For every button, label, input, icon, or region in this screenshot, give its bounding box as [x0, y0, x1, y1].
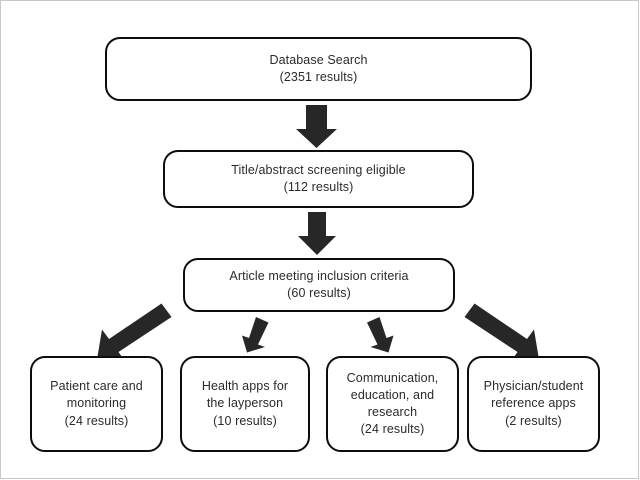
- edge-inclusion-to-physician-ref-icon: [464, 303, 539, 362]
- edge-inclusion-to-communication-icon: [367, 317, 394, 353]
- node-inclusion-criteria-label: Article meeting inclusion criteria (60 r…: [229, 268, 409, 300]
- edge-screening-to-inclusion-icon: [298, 212, 336, 255]
- node-communication-education-research[interactable]: Communication, education, and research (…: [326, 356, 459, 452]
- node-health-apps-layperson-label: Health apps for the layperson (10 result…: [201, 379, 289, 428]
- edge-inclusion-to-patient-care-icon: [97, 303, 172, 362]
- node-health-apps-layperson[interactable]: Health apps for the layperson (10 result…: [180, 356, 310, 452]
- node-patient-care-monitoring[interactable]: Patient care and monitoring (24 results): [30, 356, 163, 452]
- node-title-abstract-screening-label: Title/abstract screening eligible (112 r…: [231, 162, 406, 194]
- node-physician-student-reference-label: Physician/student reference apps (2 resu…: [483, 379, 584, 428]
- node-database-search[interactable]: Database Search (2351 results): [105, 37, 532, 101]
- node-physician-student-reference[interactable]: Physician/student reference apps (2 resu…: [467, 356, 600, 452]
- edge-search-to-screening-icon: [296, 105, 337, 148]
- edge-inclusion-to-health-apps-icon: [242, 317, 269, 353]
- node-title-abstract-screening[interactable]: Title/abstract screening eligible (112 r…: [163, 150, 474, 208]
- node-inclusion-criteria[interactable]: Article meeting inclusion criteria (60 r…: [183, 258, 455, 312]
- node-database-search-label: Database Search (2351 results): [269, 52, 368, 84]
- node-patient-care-monitoring-label: Patient care and monitoring (24 results): [50, 379, 143, 428]
- node-communication-education-research-label: Communication, education, and research (…: [346, 370, 439, 437]
